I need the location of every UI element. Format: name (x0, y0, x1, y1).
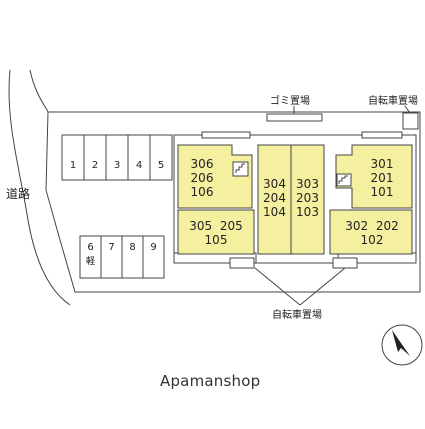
parking-space-label: 3 (113, 160, 121, 171)
unit-number: 101 (370, 185, 394, 199)
road-label: 道路 (6, 187, 31, 201)
building-tab (361, 131, 403, 139)
unit-number: 204 (263, 191, 286, 205)
bicycle-pointer-line (254, 267, 301, 306)
unit-group-306: 306 206 106 (182, 157, 222, 199)
unit-group-305: 305 205 105 (180, 219, 252, 247)
bicycle-top-pointer-line (404, 105, 411, 114)
parking-space-label: 5 (157, 160, 165, 171)
parking-space-label: 4 (135, 160, 143, 171)
parking-space-label: 7 (108, 242, 115, 253)
road-edge-line (29, 69, 49, 113)
unit-number: 303 (296, 177, 319, 191)
compass-north-arrow-icon (381, 324, 423, 366)
bicycle-parking-label-bottom: 自転車置場 (272, 310, 322, 321)
bicycle-parking-label-top: 自転車置場 (368, 96, 418, 107)
unit-group-301: 301 201 101 (360, 157, 404, 199)
unit-number: 305 205 (189, 219, 243, 233)
road-edge-line (8, 69, 71, 306)
stairs-icon (336, 173, 352, 187)
unit-number: 302 202 (345, 219, 399, 233)
unit-number: 301 (370, 157, 394, 171)
parking-space-label: 2 (91, 160, 99, 171)
unit-number: 106 (190, 185, 214, 199)
bicycle-area-top (402, 112, 419, 130)
parking-row-1 (61, 134, 173, 181)
parking-space-label: 8 (129, 242, 136, 253)
parking-space-label: 9 (150, 242, 157, 253)
parking-row-2 (79, 235, 165, 279)
parking-space-sublabel: 軽 (85, 257, 95, 267)
unit-number: 201 (370, 171, 394, 185)
parking-space-label: 1 (69, 160, 77, 171)
parking-space-label: 6 (87, 242, 94, 253)
bicycle-area-bottom-right (332, 257, 358, 269)
garbage-area (266, 113, 323, 122)
stairs-icon (232, 161, 249, 177)
unit-number: 102 (360, 233, 384, 247)
unit-number: 105 (204, 233, 228, 247)
unit-number: 203 (296, 191, 319, 205)
unit-group-302: 302 202 102 (336, 219, 408, 247)
unit-number: 103 (296, 205, 319, 219)
unit-group-304: 304 204 104 (258, 177, 291, 219)
site-boundary (45, 111, 421, 293)
bicycle-area-bottom-left (229, 257, 255, 269)
bicycle-pointer-line (299, 267, 346, 306)
unit-blocks (177, 144, 413, 255)
unit-group-303: 303 203 103 (291, 177, 324, 219)
garbage-label: ゴミ置場 (270, 96, 310, 107)
building-tab (201, 131, 251, 139)
unit-number: 304 (263, 177, 286, 191)
unit-number: 306 (190, 157, 214, 171)
unit-number: 206 (190, 171, 214, 185)
brand-logo-text: Apamanshop (160, 372, 261, 390)
unit-number: 104 (263, 205, 286, 219)
